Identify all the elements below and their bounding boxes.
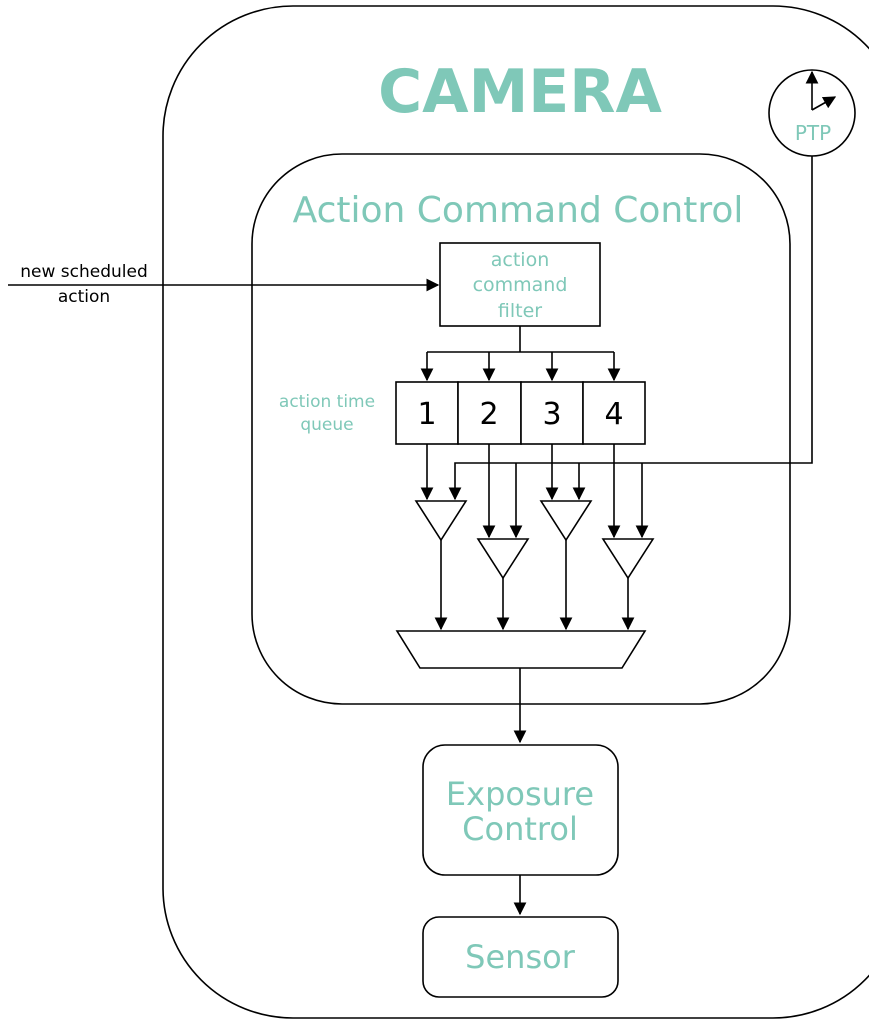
ptp-time-line (448, 156, 813, 501)
queue-slot-2 (457, 381, 522, 445)
queue-slot-4 (582, 381, 646, 445)
ptp-label: PTP (795, 121, 831, 145)
queue-slot-2-label: 2 (479, 397, 498, 432)
queue-slot-3 (520, 381, 584, 445)
comparator-2 (476, 538, 530, 580)
filter-label-line-3: filter (498, 300, 542, 322)
action-time-queue: 1 2 3 4 (395, 381, 646, 445)
queue-label-line-2: queue (300, 415, 353, 435)
camera-boundary (162, 5, 869, 1019)
exposure-control-line-1: Exposure (446, 775, 594, 813)
sensor-label: Sensor (465, 938, 576, 976)
queue-label-line-1: action time (279, 392, 375, 412)
filter-label-line-2: command (473, 274, 568, 296)
comparator-1 (414, 500, 468, 542)
comparator-4 (601, 538, 655, 580)
action-command-control-title: Action Command Control (293, 190, 744, 231)
queue-slot-1-label: 1 (417, 397, 436, 432)
exposure-control-line-2: Control (462, 810, 578, 848)
queue-slot-4-label: 4 (604, 397, 623, 432)
input-label-line-2: action (58, 287, 110, 307)
ptp-clock-hand-diagonal (811, 96, 837, 111)
multiplexer (395, 630, 647, 669)
comparator-3 (539, 500, 593, 542)
filter-label-line-1: action (491, 249, 549, 271)
queue-slot-3-label: 3 (542, 397, 561, 432)
sensor-block (422, 916, 619, 998)
ptp-clock: PTP (768, 69, 856, 157)
action-command-filter-box (439, 242, 601, 327)
action-command-control-block (251, 153, 791, 705)
camera-title: CAMERA (378, 57, 662, 127)
input-label-line-1: new scheduled (20, 262, 148, 282)
